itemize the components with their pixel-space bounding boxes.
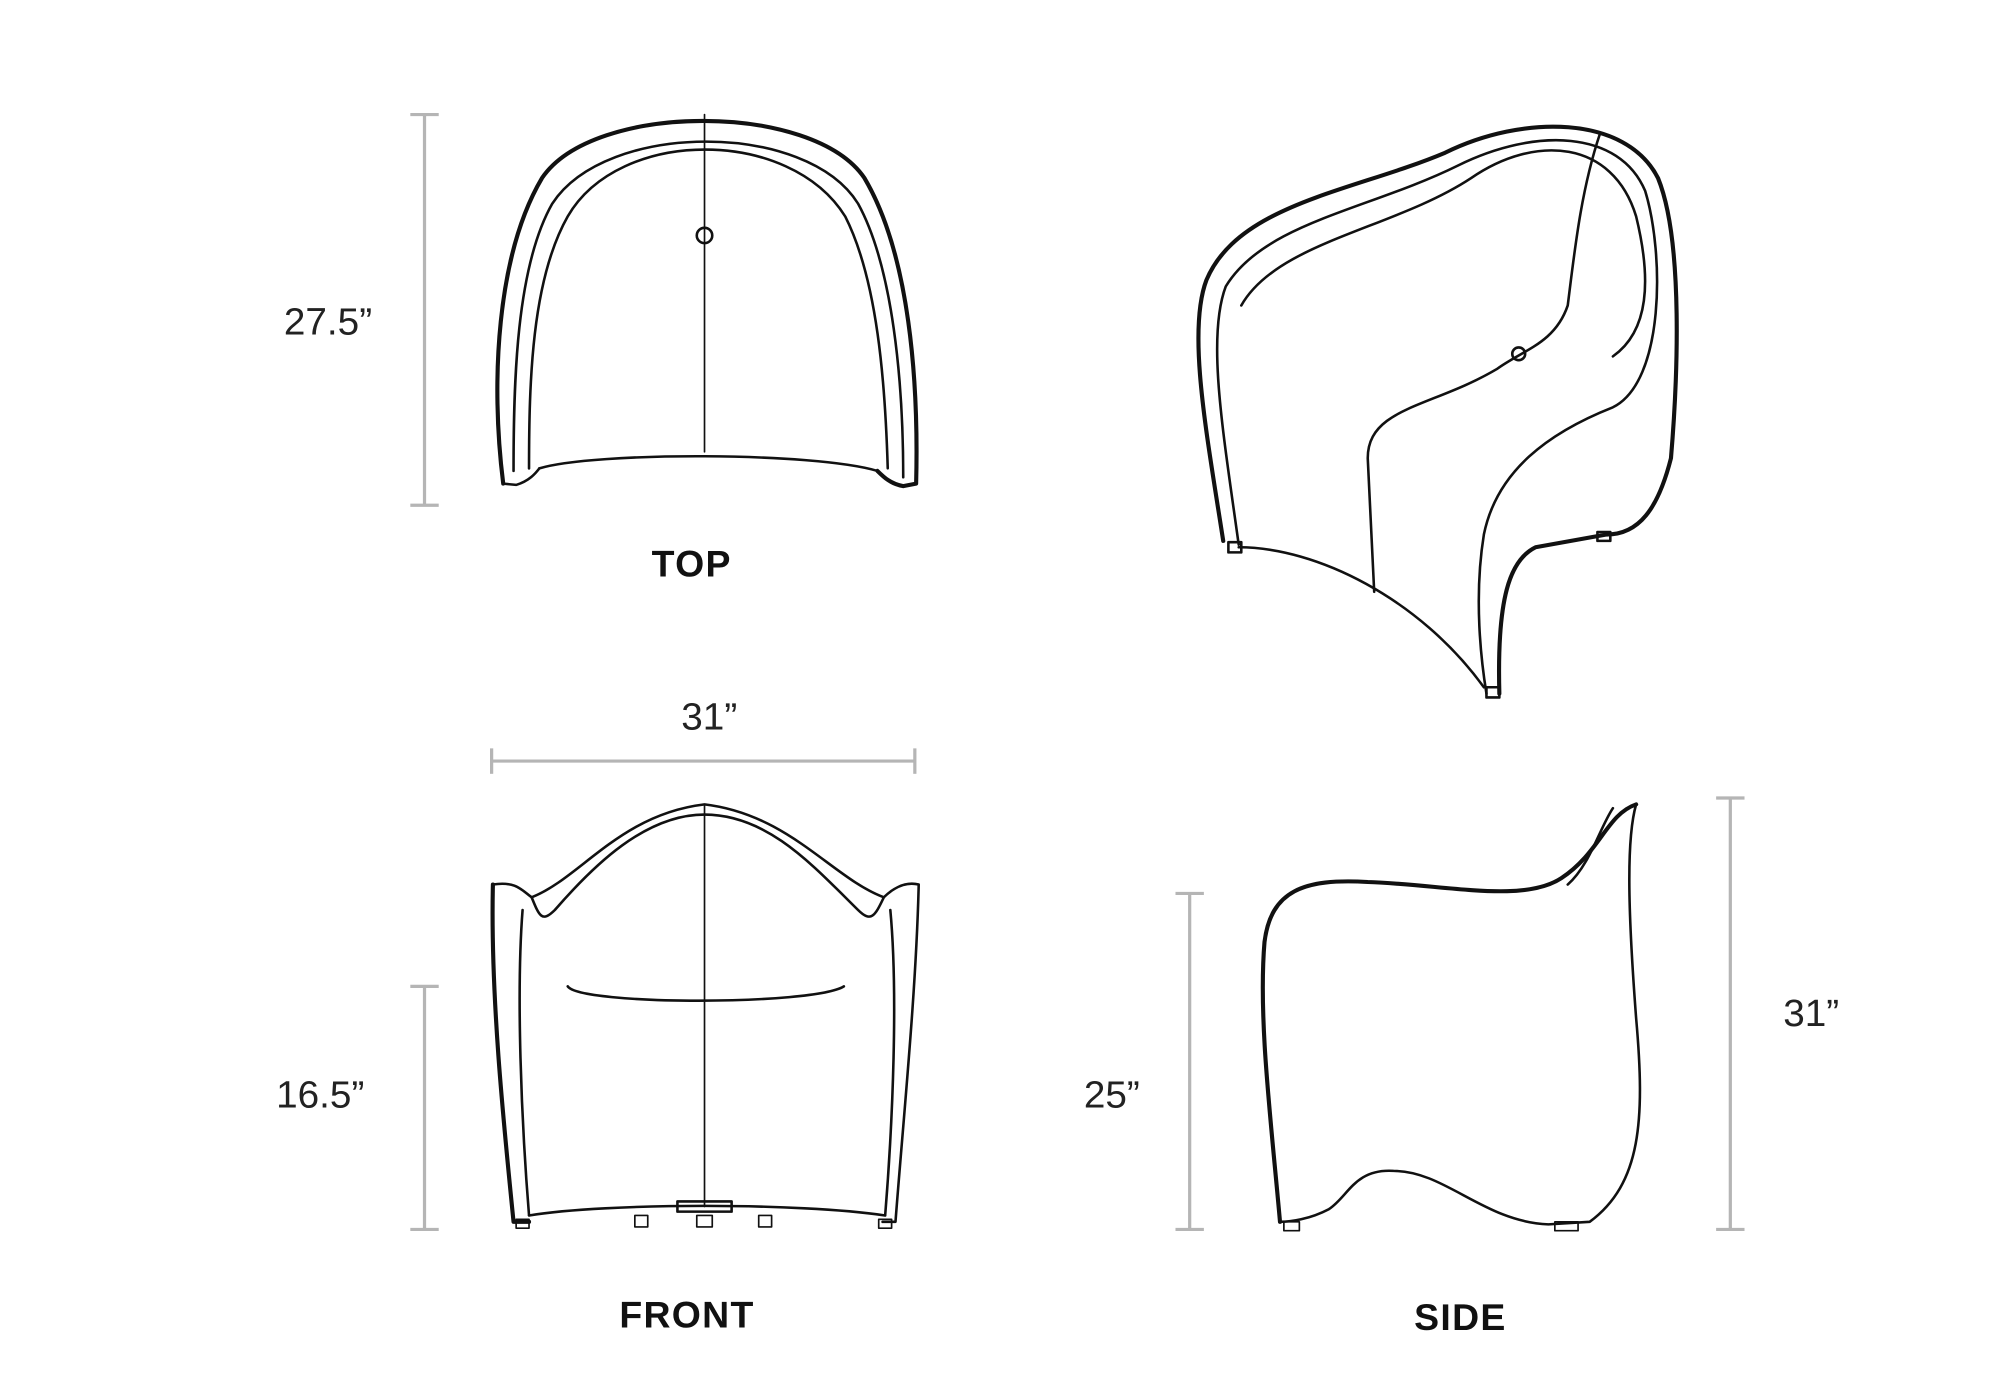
arm-height-label: 25” xyxy=(1084,1074,1140,1117)
top-view-drawing xyxy=(495,113,919,489)
front-view-drawing xyxy=(490,803,920,1230)
dimension-arm-height xyxy=(1175,891,1204,1232)
top-view-label: TOP xyxy=(652,543,732,585)
dimension-top-depth xyxy=(410,112,439,507)
front-width-label: 31” xyxy=(681,696,737,739)
dimension-seat-height xyxy=(410,984,439,1232)
overall-height-label: 31” xyxy=(1783,992,1839,1035)
perspective-view-drawing xyxy=(1196,124,1679,699)
dimension-front-width xyxy=(490,748,917,774)
side-view-drawing xyxy=(1260,802,1642,1232)
seat-height-label: 16.5” xyxy=(276,1074,364,1117)
top-depth-label: 27.5” xyxy=(284,301,372,344)
side-view-label: SIDE xyxy=(1414,1296,1506,1338)
dimension-overall-height xyxy=(1716,796,1745,1232)
front-view-label: FRONT xyxy=(619,1294,754,1336)
